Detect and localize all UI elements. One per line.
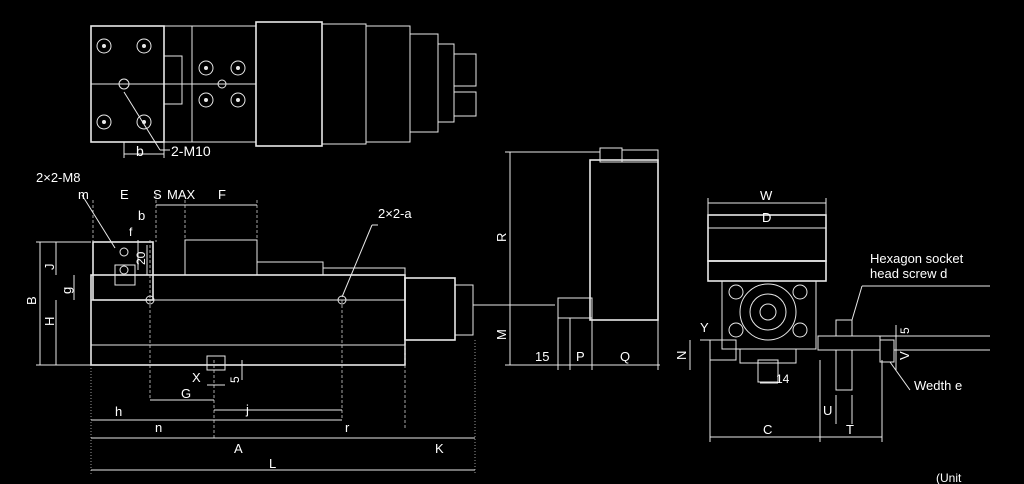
label-S: S bbox=[153, 187, 162, 202]
label-b-front: b bbox=[138, 208, 145, 223]
label-f: f bbox=[129, 225, 133, 239]
dim-15: 15 bbox=[535, 349, 549, 364]
label-V: V bbox=[897, 351, 912, 360]
label-M: M bbox=[494, 329, 509, 340]
label-D: D bbox=[762, 210, 771, 225]
label-P: P bbox=[576, 349, 585, 364]
top-view-label-b: b bbox=[136, 143, 144, 159]
screw-label-line2: head screw d bbox=[870, 266, 947, 281]
side-view-labels: W D Hexagon socket head screw d Y N 14 5… bbox=[674, 188, 964, 437]
dim-5-front: 5 bbox=[228, 376, 242, 383]
top-plan-view: b 2-M10 bbox=[90, 21, 477, 159]
label-W: W bbox=[760, 188, 773, 203]
thread-label-left: 2×2-M8 bbox=[36, 170, 80, 185]
front-view bbox=[36, 194, 555, 474]
wedth-label: Wedth e bbox=[914, 378, 962, 393]
label-N: N bbox=[674, 351, 689, 360]
label-T: T bbox=[846, 422, 854, 437]
top-view-holes bbox=[96, 38, 246, 130]
label-h: h bbox=[115, 404, 122, 419]
top-view-thread-label: 2-M10 bbox=[171, 143, 211, 159]
label-X: X bbox=[192, 370, 201, 385]
side-view bbox=[689, 198, 990, 442]
label-Y: Y bbox=[700, 320, 709, 335]
label-C: C bbox=[763, 422, 772, 437]
label-E: E bbox=[120, 187, 129, 202]
label-m: m bbox=[78, 187, 89, 202]
label-j: j bbox=[245, 402, 249, 417]
label-A: A bbox=[234, 441, 243, 456]
dim-5-side: 5 bbox=[898, 327, 912, 334]
screw-label-line1: Hexagon socket bbox=[870, 251, 964, 266]
label-R: R bbox=[494, 233, 509, 242]
label-L: L bbox=[269, 456, 276, 471]
label-n: n bbox=[155, 420, 162, 435]
label-H: H bbox=[42, 317, 57, 326]
thread-label-right: 2×2-a bbox=[378, 206, 412, 221]
handle-view-labels: R M 15 P Q bbox=[494, 233, 630, 364]
label-J: J bbox=[42, 264, 57, 271]
label-F: F bbox=[218, 187, 226, 202]
unit-note: (Unit bbox=[936, 471, 962, 484]
label-g: g bbox=[59, 287, 74, 294]
label-U: U bbox=[823, 403, 832, 418]
front-view-labels: 2×2-M8 m E S MAX F b f 20 J B g H X 5 G … bbox=[24, 170, 444, 471]
label-r: r bbox=[345, 420, 350, 435]
handle-view bbox=[505, 147, 660, 370]
label-Q: Q bbox=[620, 349, 630, 364]
label-G: G bbox=[181, 386, 191, 401]
dim-14: 14 bbox=[776, 372, 790, 386]
label-MAX: MAX bbox=[167, 187, 196, 202]
label-B: B bbox=[24, 296, 39, 305]
label-K: K bbox=[435, 441, 444, 456]
dim-20: 20 bbox=[134, 251, 148, 265]
